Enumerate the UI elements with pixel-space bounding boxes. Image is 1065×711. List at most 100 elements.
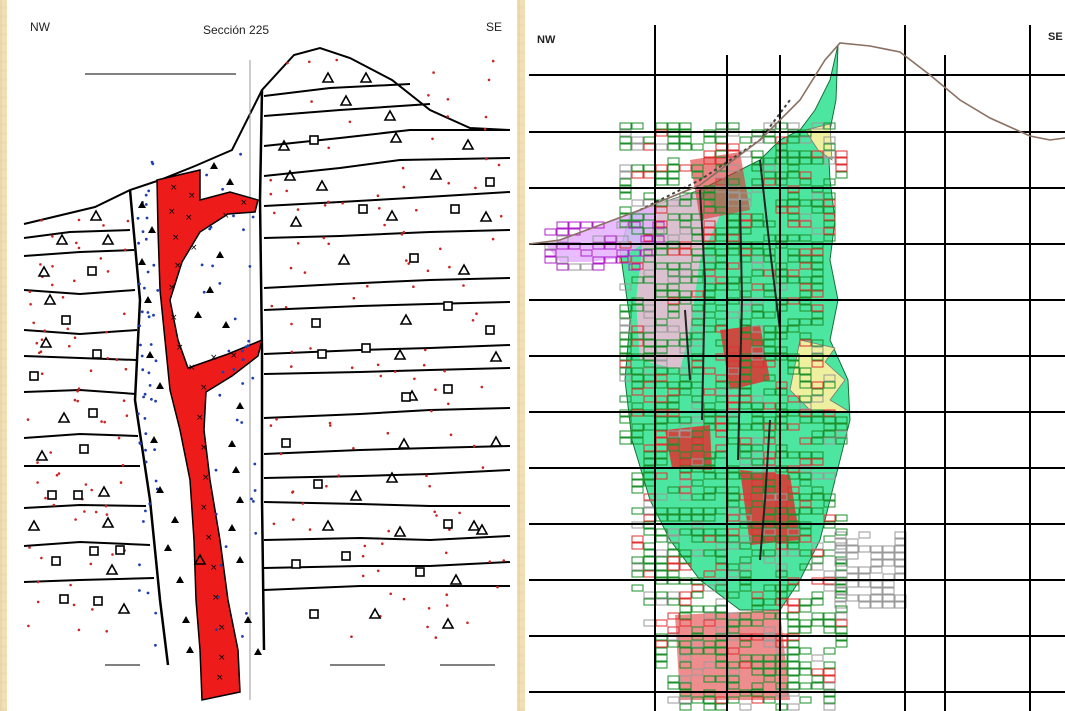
red-dot — [491, 59, 495, 63]
red-dot — [119, 481, 123, 484]
block-cell — [655, 647, 668, 655]
block-cell — [799, 255, 812, 263]
block-cell — [787, 668, 800, 676]
block-cell — [811, 339, 824, 347]
block-cell — [787, 640, 800, 648]
block-cell — [691, 605, 704, 613]
red-dot — [40, 372, 44, 376]
block-cell — [775, 143, 788, 151]
block-cell — [799, 619, 812, 627]
block-cell — [703, 234, 716, 242]
block-cell — [679, 486, 692, 494]
red-dot — [499, 214, 503, 218]
block-cell — [775, 640, 788, 648]
block-cell — [775, 500, 788, 508]
block-cell — [751, 654, 764, 662]
block-cell — [751, 213, 764, 221]
red-dot — [106, 357, 109, 360]
block-cell — [715, 122, 728, 130]
block-cell — [763, 584, 776, 592]
block-cell — [787, 164, 800, 172]
red-dot — [105, 630, 108, 633]
block-cell — [835, 626, 848, 634]
block-cell-magenta — [592, 263, 605, 271]
blue-dot — [136, 216, 140, 220]
block-cell — [823, 612, 836, 620]
red-dot — [361, 554, 365, 558]
solid-triangle-symbol — [254, 648, 262, 655]
block-cell — [799, 304, 812, 312]
block-cell — [643, 171, 656, 179]
blue-dot — [218, 393, 222, 397]
block-cell-gray — [834, 559, 847, 567]
block-cell-gray — [834, 538, 847, 546]
block-cell — [763, 374, 776, 382]
block-cell — [751, 605, 764, 613]
block-cell — [691, 507, 704, 515]
block-cell — [751, 479, 764, 487]
block-cell — [787, 451, 800, 459]
block-cell-gray — [882, 587, 895, 595]
red-dot — [376, 569, 380, 573]
red-dot — [51, 235, 54, 238]
block-cell — [811, 458, 824, 466]
blue-dot — [140, 354, 144, 358]
block-cell — [679, 346, 692, 354]
square-symbol — [61, 315, 71, 325]
block-cell — [823, 206, 836, 214]
block-cell — [751, 262, 764, 270]
block-cell-magenta — [580, 221, 593, 229]
block-cell — [823, 150, 836, 158]
blue-dot — [137, 241, 141, 245]
block-cell — [799, 367, 812, 375]
triangle-symbol — [117, 602, 131, 614]
block-cell — [775, 493, 788, 501]
block-cell — [823, 668, 836, 676]
blue-dot — [144, 432, 148, 435]
block-cell — [631, 374, 644, 382]
block-cell — [667, 416, 680, 424]
blue-dot — [227, 349, 231, 353]
block-cell — [667, 122, 680, 130]
block-cell — [667, 171, 680, 179]
blue-dot — [137, 412, 140, 416]
x-mark: × — [230, 351, 238, 361]
red-dot — [474, 186, 477, 190]
block-cell — [799, 150, 812, 158]
block-cell — [631, 220, 644, 228]
block-cell — [679, 479, 692, 487]
red-dot — [348, 120, 352, 124]
red-dot — [400, 233, 404, 236]
block-cell-gray — [870, 601, 883, 609]
block-cell — [823, 437, 836, 445]
blue-dot — [142, 520, 145, 523]
blue-dot — [239, 152, 243, 156]
block-cell — [667, 675, 680, 683]
block-cell — [799, 493, 812, 501]
x-mark: × — [196, 413, 204, 423]
block-cell — [667, 542, 680, 550]
blue-dot — [138, 589, 141, 592]
x-mark: × — [222, 211, 230, 221]
block-cell — [811, 381, 824, 389]
block-cell — [763, 171, 776, 179]
blue-dot — [144, 193, 148, 197]
blue-dot — [214, 468, 218, 472]
blue-dot — [221, 187, 225, 191]
blue-dot — [253, 489, 257, 492]
block-cell — [679, 430, 692, 438]
block-cell — [739, 493, 752, 501]
block-cell — [799, 528, 812, 536]
triangle-symbol — [337, 253, 351, 265]
block-cell — [763, 311, 776, 319]
triangle-symbol — [101, 233, 115, 245]
red-dot — [447, 181, 451, 185]
red-dot — [386, 431, 390, 435]
red-dot — [104, 504, 108, 508]
block-cell — [751, 598, 764, 606]
block-cell — [811, 227, 824, 235]
block-cell — [667, 164, 680, 172]
block-cell — [619, 430, 632, 438]
triangle-symbol — [393, 525, 407, 537]
triangle-symbol — [399, 313, 413, 325]
